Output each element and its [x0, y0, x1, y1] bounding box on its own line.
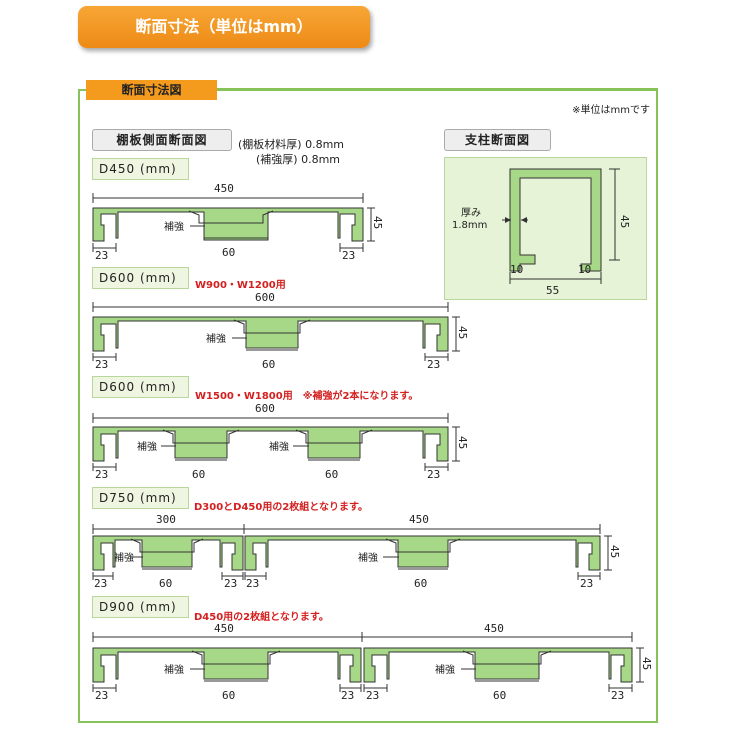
profile-label-d600-a: D600 (mm)	[92, 267, 189, 289]
d900-rib-b-dim: 60	[493, 689, 506, 702]
d750-rib-a-dim: 60	[159, 577, 172, 590]
profile-d900: 450 450 45 補強 補強 23 23 23 23 60 60	[92, 622, 653, 702]
d600a-end-right-dim: 23	[427, 358, 440, 371]
page-title-banner: 断面寸法（単位はmm）	[78, 6, 370, 48]
d450-height-dim: 45	[371, 216, 384, 229]
d750-end-1-dim: 23	[94, 577, 107, 590]
spec-reinforcement: (補強厚) 0.8mm	[256, 153, 341, 166]
d750-rib-b-dim: 60	[414, 577, 427, 590]
d900-end-2-dim: 23	[341, 689, 354, 702]
d600b-width-dim: 600	[255, 402, 275, 415]
d900-reinforcement-label-a: 補強	[164, 663, 184, 676]
d750-end-4-dim: 23	[580, 577, 593, 590]
d750-width-b-dim: 450	[409, 513, 429, 526]
post-lip-right-dim: 10	[578, 263, 591, 276]
post-thickness-label: 厚み	[461, 207, 481, 219]
d750-end-3-dim: 23	[246, 577, 259, 590]
post-height-dim: 45	[618, 215, 631, 228]
post-panel	[444, 157, 647, 300]
d450-end-right-dim: 23	[342, 249, 355, 262]
d600a-height-dim: 45	[456, 326, 469, 339]
d600b-rib-b-dim: 60	[325, 468, 338, 481]
d900-end-3-dim: 23	[366, 689, 379, 702]
post-width-dim: 55	[546, 284, 559, 297]
side-view-title: 棚板側面断面図	[92, 129, 232, 151]
post-lip-left-dim: 10	[510, 263, 523, 276]
d450-rib-dim: 60	[222, 246, 235, 259]
d750-reinforcement-label-a: 補強	[114, 551, 134, 564]
d900-end-4-dim: 23	[611, 689, 624, 702]
post-cross-section: 45 厚み 1.8mm 10 10 55	[452, 168, 631, 297]
d600b-end-right-dim: 23	[427, 468, 440, 481]
d900-width-b-dim: 450	[484, 622, 504, 635]
profile-label-d750: D750 (mm)	[92, 487, 189, 509]
d600a-reinforcement-label: 補強	[206, 332, 226, 345]
d600b-height-dim: 45	[456, 436, 469, 449]
profile-d600-b: 600 45 補強 補強 23 23 60 60	[92, 402, 469, 481]
spec-material: (棚板材料厚) 0.8mm	[238, 138, 345, 151]
d900-rib-a-dim: 60	[222, 689, 235, 702]
profile-note-d900: D450用の2枚組となります。	[194, 612, 329, 623]
d750-end-2-dim: 23	[224, 577, 237, 590]
profile-label-d450: D450 (mm)	[92, 158, 189, 180]
d600b-rib-a-dim: 60	[192, 468, 205, 481]
d450-width-dim: 450	[214, 182, 234, 195]
profile-d600-a: 600 45 補強 23 23 60	[92, 291, 469, 371]
profile-note-d600-b: W1500・W1800用 ※補強が2本になります。	[195, 391, 419, 402]
section-tab: 断面寸法図	[86, 80, 217, 100]
profile-note-d750: D300とD450用の2枚組となります。	[194, 502, 369, 513]
d450-end-left-dim: 23	[95, 249, 108, 262]
profile-label-d600-b: D600 (mm)	[92, 376, 189, 398]
d600a-end-left-dim: 23	[95, 358, 108, 371]
profile-label-d900: D900 (mm)	[92, 596, 189, 618]
profile-d750: 300 450 45 補強 補強 23 23 23 23 60 60	[92, 513, 621, 590]
d900-reinforcement-label-b: 補強	[435, 663, 455, 676]
d750-reinforcement-label-b: 補強	[358, 551, 378, 564]
profile-note-d600-a: W900・W1200用	[195, 280, 286, 291]
reinforcement-label: 補強	[164, 220, 184, 233]
d900-width-a-dim: 450	[214, 622, 234, 635]
post-thickness-value: 1.8mm	[452, 220, 487, 231]
post-view-title: 支柱断面図	[444, 129, 551, 151]
d600a-width-dim: 600	[255, 291, 275, 304]
d600b-end-left-dim: 23	[95, 468, 108, 481]
d900-height-dim: 45	[640, 657, 653, 670]
profile-d450: 450 45 補強 23 23 60	[92, 182, 384, 262]
unit-note: ※単位はmmです	[572, 105, 650, 116]
d600b-reinforcement-label-b: 補強	[269, 440, 289, 453]
d600b-reinforcement-label-a: 補強	[137, 440, 157, 453]
d900-end-1-dim: 23	[95, 689, 108, 702]
d750-height-dim: 45	[608, 545, 621, 558]
d600a-rib-dim: 60	[262, 358, 275, 371]
d750-width-a-dim: 300	[156, 513, 176, 526]
